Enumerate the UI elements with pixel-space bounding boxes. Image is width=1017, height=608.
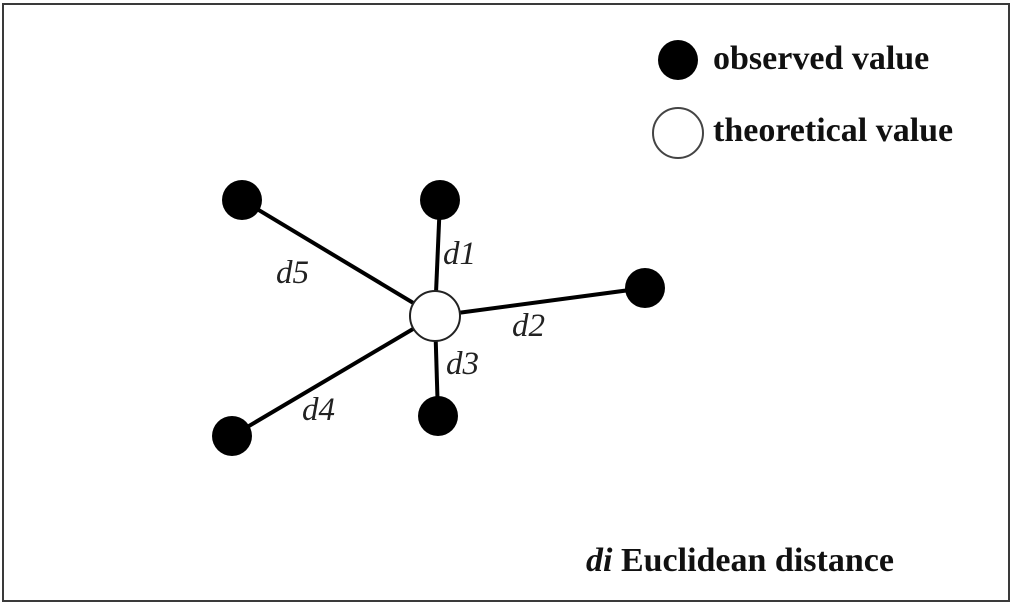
nodes-group — [212, 180, 665, 456]
legend-theoretical-label: theoretical value — [713, 112, 954, 149]
caption: di Euclidean distance — [586, 542, 894, 580]
edge-d5 — [240, 198, 437, 318]
observed-node-icon — [625, 268, 665, 308]
observed-node-icon — [418, 396, 458, 436]
observed-node-icon — [222, 180, 262, 220]
edge-label-d3: d3 — [446, 346, 479, 382]
edge-label-d2: d2 — [512, 308, 545, 344]
caption-text: Euclidean distance — [620, 542, 894, 579]
observed-node-icon — [212, 416, 252, 456]
edge-label-d4: d4 — [302, 392, 335, 428]
legend-markers — [652, 40, 704, 159]
caption-symbol: di — [586, 542, 613, 579]
legend-filled-circle-icon — [658, 40, 698, 80]
legend-observed-label: observed value — [713, 40, 930, 77]
diagram-frame — [2, 3, 1010, 602]
legend-hollow-circle-icon — [652, 107, 704, 159]
observed-node-icon — [420, 180, 460, 220]
edge-d2 — [434, 286, 646, 318]
edge-label-d1: d1 — [443, 236, 476, 272]
edge-label-d5: d5 — [276, 255, 309, 291]
edge-d4 — [230, 314, 437, 438]
theoretical-node-icon — [409, 290, 461, 342]
